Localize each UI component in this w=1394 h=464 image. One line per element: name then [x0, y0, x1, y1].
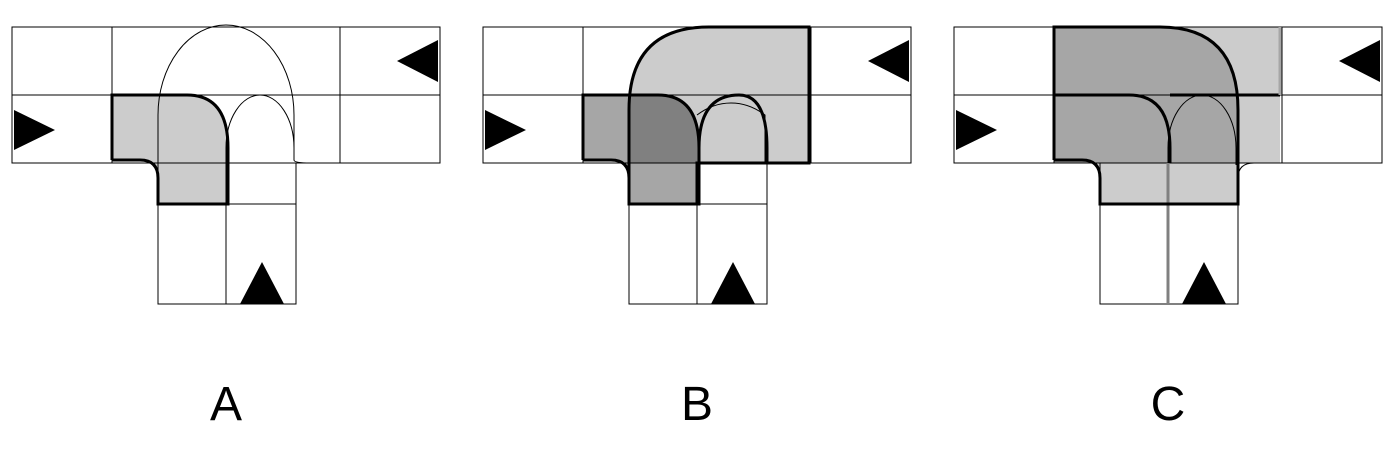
panel-a-small-arc: [225, 94, 338, 204]
panel-a-shading: [112, 95, 228, 204]
panel-c-outer-outline: [1052, 25, 1240, 206]
panel-c: C: [953, 25, 1383, 431]
panel-b-arrows: [485, 40, 909, 304]
panel-a-big-arc: [157, 24, 295, 204]
panel-b-arrow-up: [711, 262, 755, 304]
panel-c-arrow-left: [1339, 40, 1380, 82]
panel-a-arrow-left: [397, 40, 438, 82]
panel-b-label: B: [681, 378, 713, 431]
panel-a-arrow-right: [14, 110, 55, 150]
panel-b-arrow-right: [485, 110, 526, 150]
panel-b-outlines: [581, 25, 811, 206]
panel-a-label: A: [210, 378, 242, 431]
panel-c-corner-right: [1237, 162, 1255, 179]
panel-b-dark-overlap-region: [629, 95, 699, 163]
panel-a-left-turn-region: [112, 95, 228, 204]
panel-c-label: C: [1151, 378, 1186, 431]
panel-b-shading: [583, 27, 809, 204]
panel-b: B: [482, 25, 912, 431]
panel-a-highlight-outline: [110, 93, 230, 206]
panel-c-arrow-right: [956, 110, 997, 150]
panel-a-arrows: [14, 40, 438, 304]
panel-c-lower-left-region: [1054, 95, 1170, 163]
panel-b-right-turn-outline: [697, 93, 769, 163]
panel-a-arrow-up: [240, 262, 284, 304]
panel-c-outlines: [1052, 25, 1280, 206]
panel-a: A: [11, 24, 441, 431]
panel-c-arrows: [956, 40, 1380, 304]
panel-c-arrow-up: [1182, 262, 1226, 304]
panel-c-inner-turn-outline: [1054, 93, 1172, 163]
panel-b-arrow-left: [868, 40, 909, 82]
